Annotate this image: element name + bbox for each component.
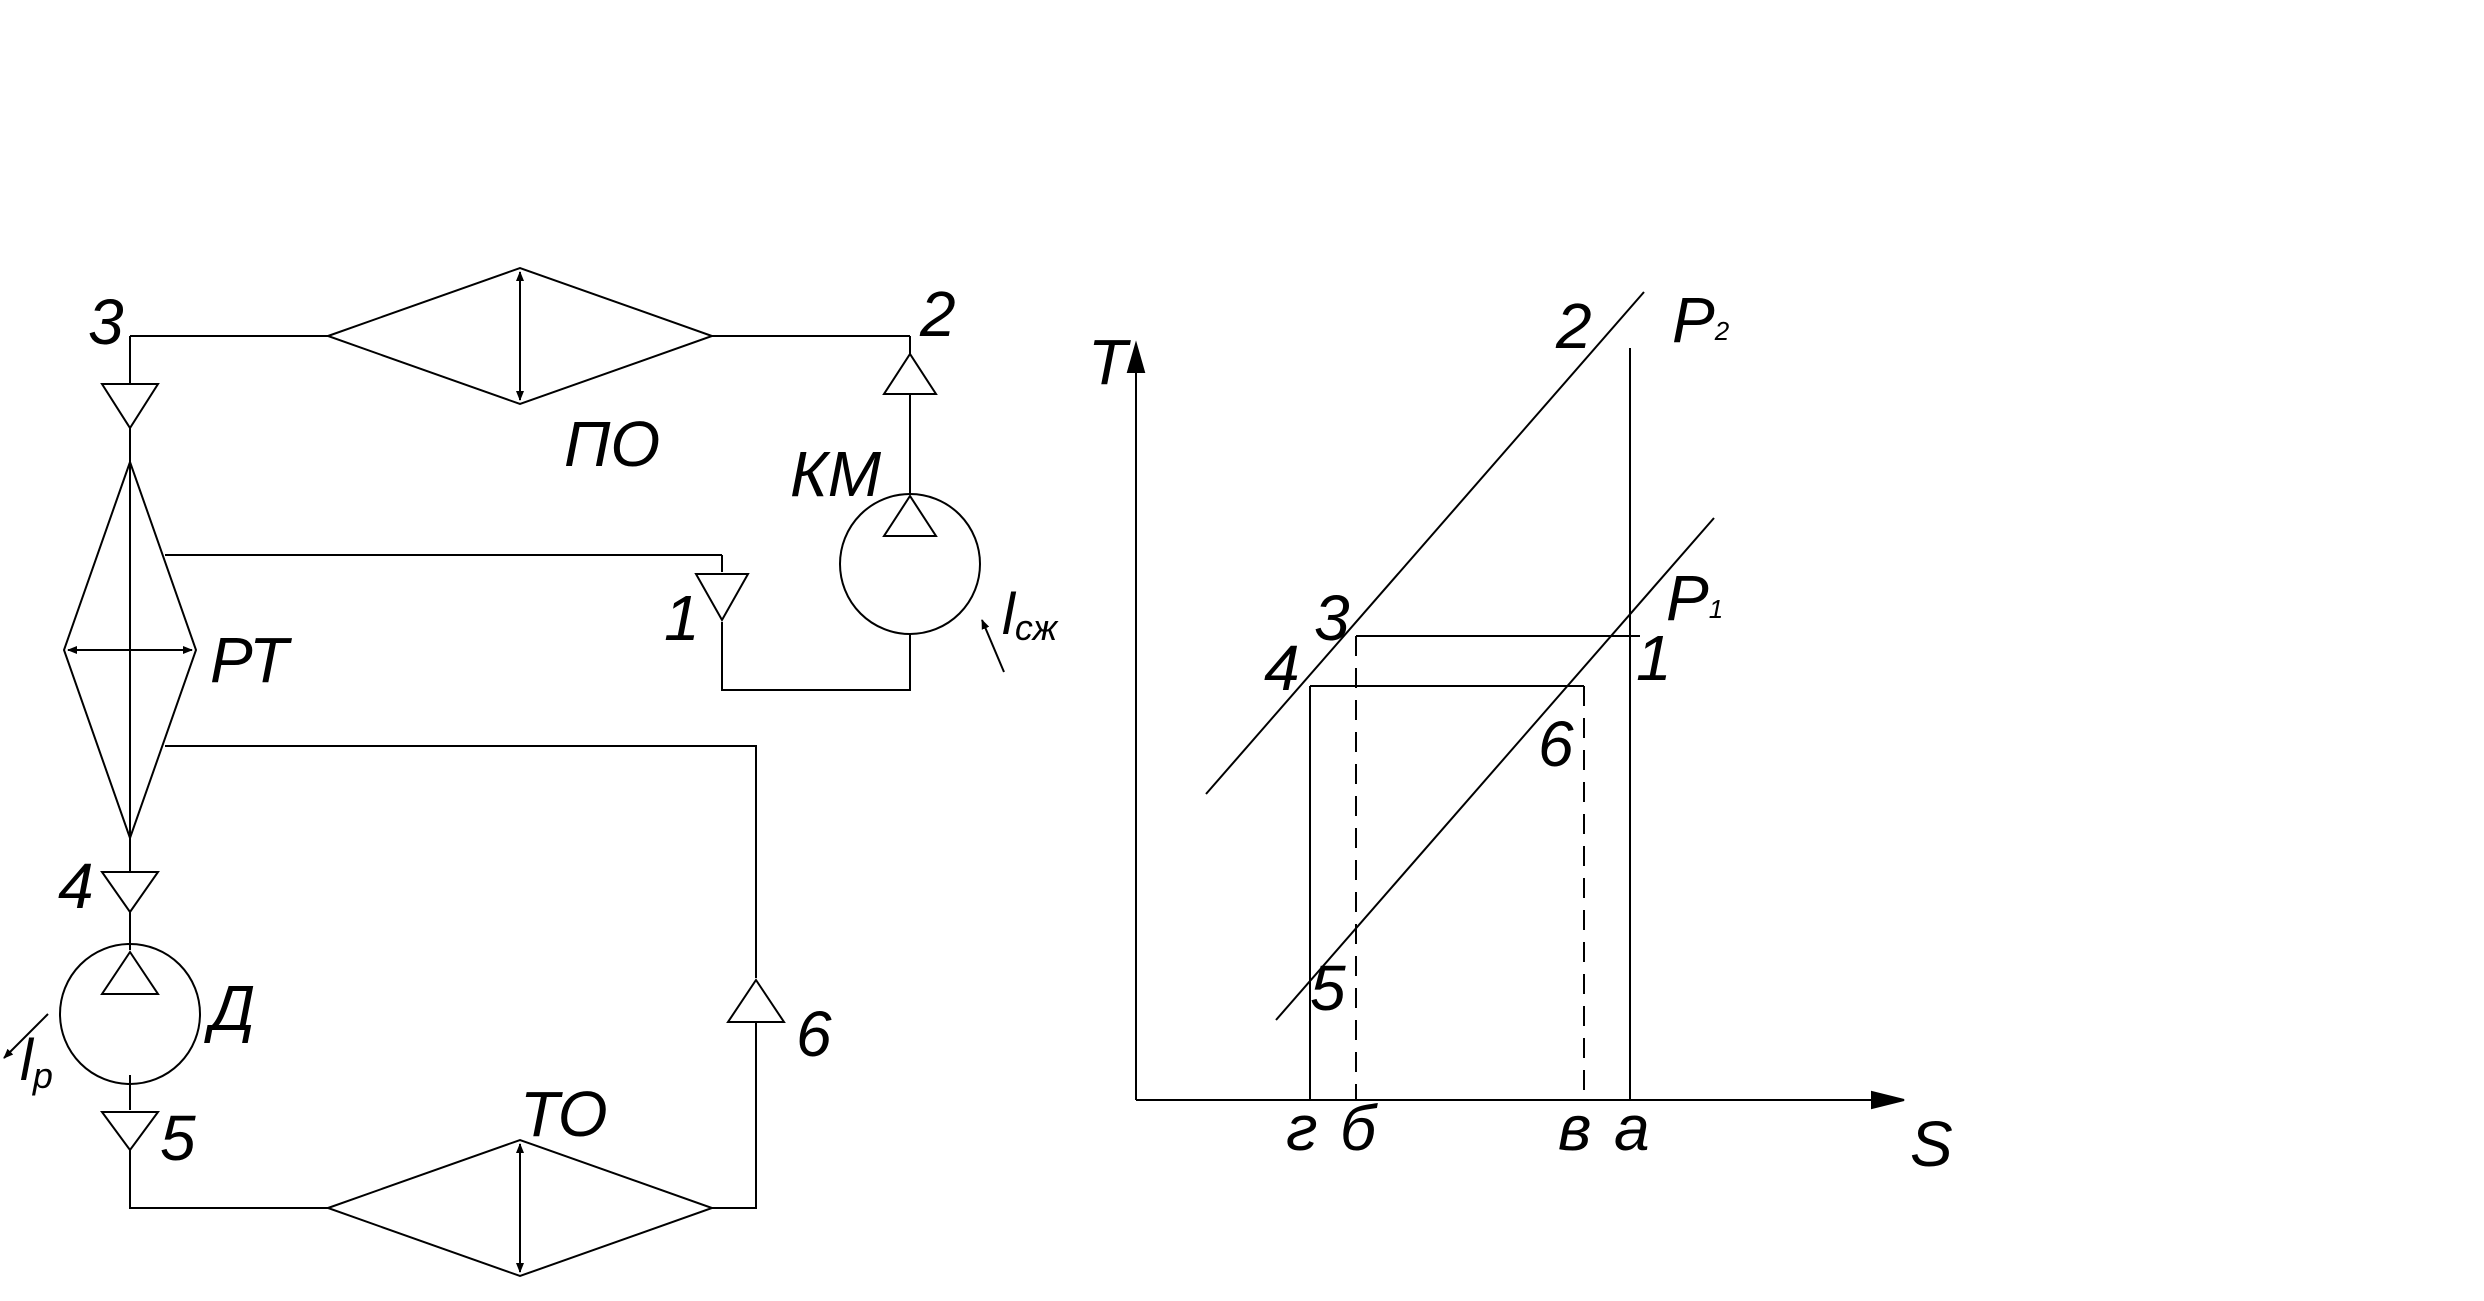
cycle-scheme: 3 2 1 4 5 6 ПО КМ РТ Д ТО lсж lр [3, 266, 1059, 1278]
to-diamond [325, 1138, 715, 1278]
s-tick-b: б [1340, 1092, 1378, 1164]
label-km: КМ [790, 438, 882, 510]
d-arrow [100, 950, 160, 995]
ts-point-3: 3 [1314, 582, 1350, 654]
flow-arrow-down-4 [100, 871, 160, 914]
flow-arrow-up-6 [726, 978, 786, 1023]
flow-arrow-down-3 [100, 383, 160, 430]
scheme-point-1: 1 [664, 582, 700, 654]
label-work-expander: lр [20, 1028, 53, 1096]
work-expander-sub: р [32, 1055, 53, 1096]
isobar-p1 [1275, 517, 1715, 1021]
s-axis-label: S [1910, 1108, 1953, 1180]
regenerator-rt [62, 458, 198, 842]
s-tick-a: а [1614, 1092, 1650, 1164]
ts-point-1: 1 [1636, 622, 1672, 694]
ts-point-2: 2 [1555, 290, 1592, 362]
isobar-p1-sub: 1 [1709, 594, 1723, 624]
isobar-p1-main: P [1666, 562, 1709, 634]
d-circle [59, 943, 201, 1085]
t-axis-label: T [1088, 326, 1131, 398]
isobar-p2-main: P [1672, 284, 1715, 356]
po-diamond [325, 266, 715, 406]
scheme-point-4: 4 [58, 850, 94, 922]
s-axis-arrowhead [1871, 1090, 1905, 1110]
label-po: ПО [564, 408, 660, 480]
isobar-p2-label: P2 [1672, 284, 1730, 356]
heat-exchanger-po [325, 266, 715, 406]
compressor-km [839, 493, 1005, 673]
ts-point-4: 4 [1264, 632, 1300, 704]
ts-point-6: 6 [1538, 708, 1574, 780]
ts-diagram: T S P2 P1 2 3 4 1 6 5 г б в а [1088, 284, 1953, 1180]
label-work-compressor: lсж [1002, 582, 1059, 648]
flow-arrow-down-5 [100, 1111, 160, 1152]
work-expander-main: l [20, 1028, 35, 1093]
label-rt: РТ [210, 624, 292, 696]
ts-point-5: 5 [1310, 952, 1346, 1024]
expander-d [3, 943, 201, 1085]
s-tick-g: г [1286, 1092, 1318, 1164]
pipe-6-rt [165, 745, 757, 978]
scheme-labels: 3 2 1 4 5 6 ПО КМ РТ Д ТО lсж lр [20, 278, 1059, 1174]
d-work-arrow [3, 1013, 49, 1059]
label-d: Д [204, 972, 255, 1044]
flow-arrows [100, 352, 938, 1152]
s-tick-v: в [1558, 1092, 1591, 1164]
heat-exchanger-to [325, 1138, 715, 1278]
flow-arrow-down-1 [694, 573, 750, 623]
isobar-p2-sub: 2 [1714, 316, 1730, 346]
scheme-point-5: 5 [160, 1102, 196, 1174]
km-work-arrow [981, 619, 1005, 673]
km-circle [839, 493, 981, 635]
scheme-point-2: 2 [919, 278, 956, 350]
pipelines [129, 335, 911, 1209]
work-compressor-main: l [1002, 582, 1017, 647]
scheme-point-6: 6 [796, 998, 832, 1070]
t-axis-arrowhead [1126, 340, 1146, 373]
work-compressor-sub: сж [1015, 607, 1060, 648]
scheme-point-3: 3 [88, 286, 124, 358]
flow-arrow-up-2 [882, 352, 938, 395]
pipe-1-km [721, 622, 911, 691]
label-to: ТО [520, 1078, 607, 1150]
isobar-p1-label: P1 [1666, 562, 1723, 634]
pipe-5-to [129, 1150, 328, 1209]
km-arrow [882, 494, 938, 537]
pipe-to-6 [712, 1022, 757, 1209]
isobar-p2 [1205, 291, 1645, 795]
